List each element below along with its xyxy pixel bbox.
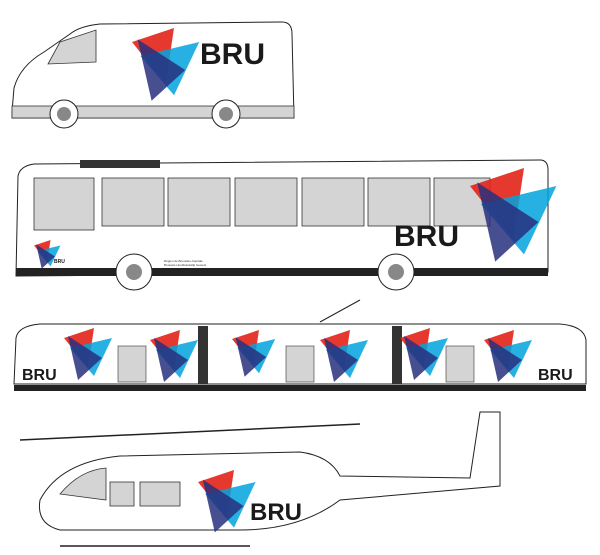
bus-bru-label: BRU (394, 220, 459, 253)
tram-rear-bru-label: BRU (538, 367, 573, 384)
tram-front-bru-label: BRU (22, 367, 57, 384)
helicopter-bru-label: BRU (250, 499, 302, 526)
region-text-nl: Brussels Hoofdstedelijk Gewest (164, 263, 206, 267)
helicopter: BRU (19, 411, 501, 547)
tram: BRU BRU (13, 299, 587, 391)
region-text-fr: Région de Bruxelles-Capitale (164, 259, 203, 263)
van-bru-label: BRU (200, 38, 265, 71)
bus: BRU BRU Région de Bruxelles-Capitale Bru… (15, 159, 557, 291)
van: BRU (11, 21, 295, 129)
bus-small-bru-label: BRU (54, 259, 65, 265)
